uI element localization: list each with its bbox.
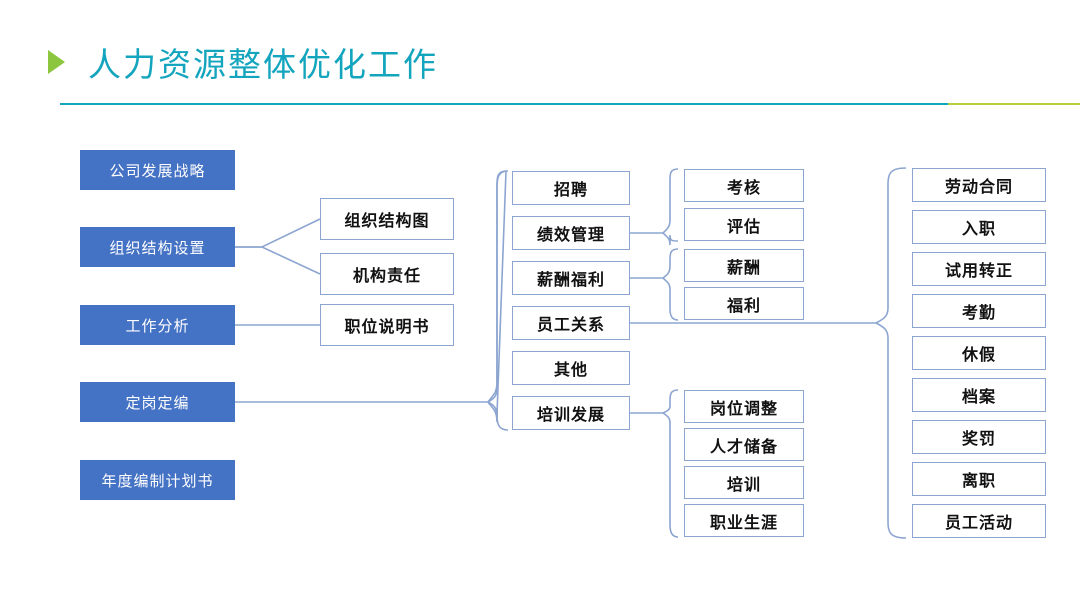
node-org-structure-setup[interactable]: 组织结构设置	[80, 227, 235, 267]
node-evaluation[interactable]: 评估	[684, 208, 804, 241]
node-archives[interactable]: 档案	[912, 378, 1046, 412]
node-resignation[interactable]: 离职	[912, 462, 1046, 496]
node-talent-pool[interactable]: 人才储备	[684, 428, 804, 461]
node-performance-management[interactable]: 绩效管理	[512, 216, 630, 250]
node-dept-responsibility[interactable]: 机构责任	[320, 253, 454, 295]
node-salary[interactable]: 薪酬	[684, 249, 804, 282]
page-title: 人力资源整体优化工作	[88, 46, 438, 83]
node-staffing-plan[interactable]: 定岗定编	[80, 382, 235, 422]
hr-optimization-diagram: 公司发展战略 组织结构设置 工作分析 定岗定编 年度编制计划书 组织结构图 机构…	[0, 120, 1080, 608]
node-job-description[interactable]: 职位说明书	[320, 304, 454, 346]
node-employee-relations[interactable]: 员工关系	[512, 306, 630, 340]
connector-org-fan-top	[235, 218, 321, 248]
node-attendance[interactable]: 考勤	[912, 294, 1046, 328]
page-header: 人力资源整体优化工作	[0, 0, 1080, 120]
node-leave[interactable]: 休假	[912, 336, 1046, 370]
node-career-path[interactable]: 职业生涯	[684, 504, 804, 537]
node-training[interactable]: 培训	[684, 466, 804, 499]
header-rule-green	[948, 103, 1080, 105]
node-labor-contract[interactable]: 劳动合同	[912, 168, 1046, 202]
node-org-chart[interactable]: 组织结构图	[320, 198, 454, 240]
node-annual-headcount-plan[interactable]: 年度编制计划书	[80, 460, 235, 500]
brace-performance	[661, 168, 679, 246]
header-rule-teal	[60, 103, 948, 105]
node-benefits[interactable]: 福利	[684, 287, 804, 320]
node-position-adjustment[interactable]: 岗位调整	[684, 390, 804, 423]
node-recruitment[interactable]: 招聘	[512, 171, 630, 205]
brace-compensation	[661, 248, 679, 321]
connector-org-fan-bottom	[235, 246, 321, 275]
node-training-development[interactable]: 培训发展	[512, 396, 630, 430]
triangle-right-icon	[48, 50, 65, 74]
node-employee-activities[interactable]: 员工活动	[912, 504, 1046, 538]
brace-col3-bottom	[496, 408, 509, 431]
brace-employee-relations	[874, 167, 907, 539]
node-compensation-benefits[interactable]: 薪酬福利	[512, 261, 630, 295]
node-job-analysis[interactable]: 工作分析	[80, 305, 235, 345]
brace-col3-outline	[486, 170, 509, 417]
node-onboarding[interactable]: 入职	[912, 210, 1046, 244]
node-rewards-penalties[interactable]: 奖罚	[912, 420, 1046, 454]
brace-training	[661, 389, 679, 538]
node-other[interactable]: 其他	[512, 351, 630, 385]
node-assessment[interactable]: 考核	[684, 169, 804, 202]
node-company-strategy[interactable]: 公司发展战略	[80, 150, 235, 190]
brace-col3	[487, 170, 507, 423]
node-probation-conversion[interactable]: 试用转正	[912, 252, 1046, 286]
